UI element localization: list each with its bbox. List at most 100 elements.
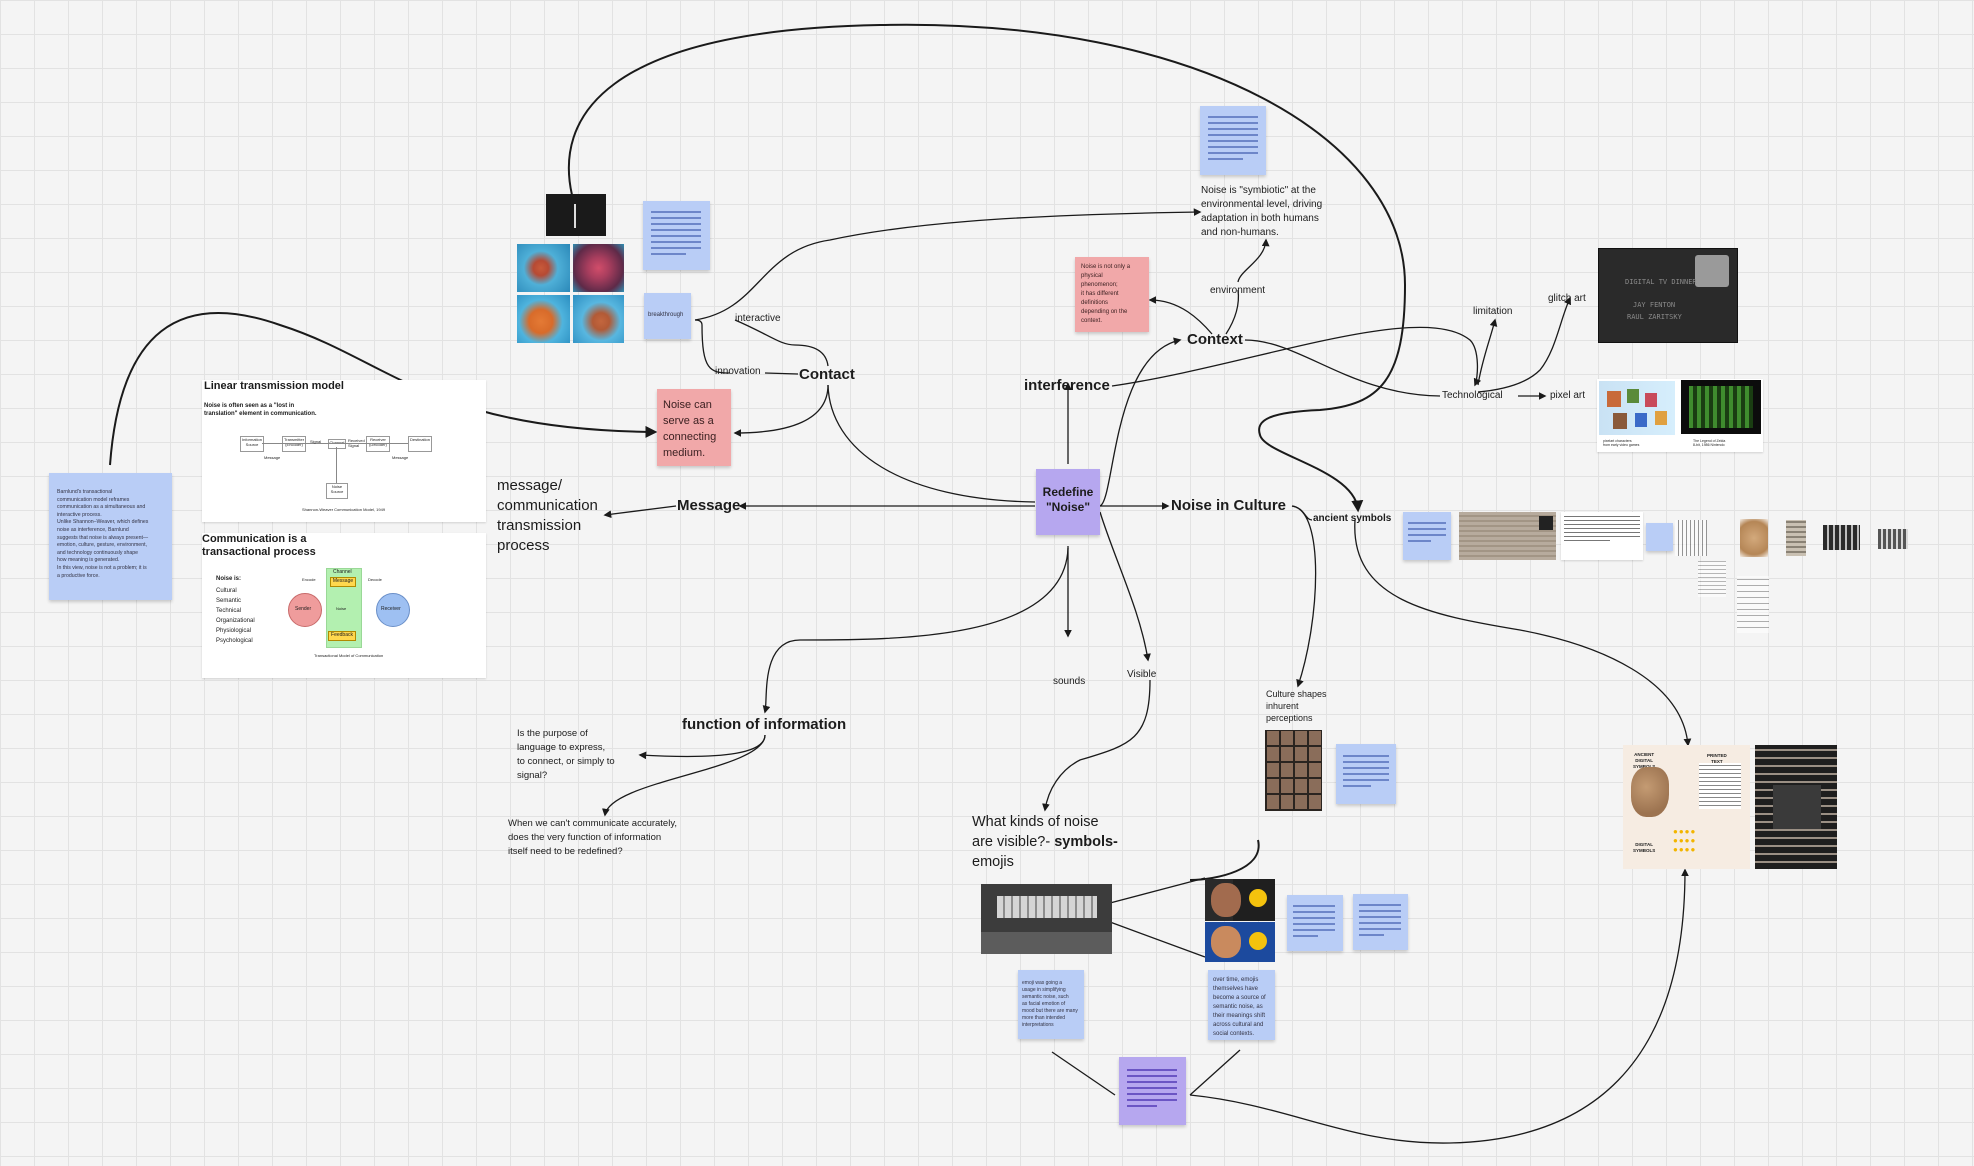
tv-card-screen-icon — [1695, 255, 1729, 287]
tv-card-line-2: JAY FENTON — [1633, 301, 1676, 309]
branch-innovation[interactable]: innovation — [715, 366, 761, 377]
emoji-grid-icon: ●●●●●●●●●●●● — [1673, 827, 1697, 854]
transactional-title: Communication is a transactional process — [202, 533, 316, 558]
visible-question-bold: symbols- — [1054, 834, 1118, 850]
pixel-sprite-a — [1607, 391, 1621, 407]
connector-breakthrough-symbiotic — [694, 208, 1202, 321]
pixel-sprite-e — [1635, 413, 1647, 427]
branch-visible[interactable]: Visible — [1127, 669, 1157, 680]
branch-message[interactable]: Message — [677, 497, 741, 514]
branch-function-of-information[interactable]: function of information — [682, 716, 847, 733]
linear-box-destination: Destination — [408, 436, 432, 452]
connector-contact-medium — [733, 384, 829, 437]
transactional-channel-label: Channel — [333, 569, 352, 575]
connector-interference-tech — [1111, 326, 1482, 387]
sticky-doc-contact[interactable] — [643, 201, 710, 270]
dark-script-image[interactable] — [1823, 525, 1860, 550]
exhibit-photo[interactable] — [981, 884, 1112, 954]
ink-script-image[interactable] — [1878, 529, 1908, 549]
emoji-face-icon — [1211, 883, 1241, 917]
glyph-chart-image[interactable] — [1675, 520, 1707, 556]
purpose-question: Is the purpose of language to express, t… — [517, 728, 615, 781]
glyph-table-image[interactable] — [1737, 576, 1769, 633]
central-node[interactable]: Redefine "Noise" — [1036, 469, 1100, 535]
exhibit-floor — [981, 932, 1112, 954]
culture-grid-image[interactable] — [1265, 730, 1322, 811]
sticky-connecting-medium[interactable]: Noise can serve as a connecting medium. — [657, 389, 731, 466]
sticky-doc-top[interactable] — [1200, 106, 1266, 175]
symbiotic-note: Noise is "symbiotic" at the environmenta… — [1201, 185, 1323, 238]
document-card-icon — [1127, 1069, 1177, 1111]
branch-glitch-art[interactable]: glitch art — [1548, 293, 1586, 304]
branch-sounds[interactable]: sounds — [1053, 676, 1086, 687]
image-thumbnail-3[interactable] — [517, 295, 570, 343]
connector-context-definitions — [1148, 296, 1213, 335]
branch-interactive[interactable]: interactive — [735, 313, 781, 324]
pixel-art-card[interactable]: pixelart characters from early video gam… — [1597, 379, 1763, 452]
transactional-encode: Encode — [302, 577, 316, 582]
pixel-sprite-f — [1655, 411, 1667, 425]
sticky-doc-ancient[interactable] — [1403, 512, 1451, 560]
symbols-diagram-card[interactable]: ANCIENT DIGITAL SYMBOLS PRINTED TEXT DIG… — [1623, 745, 1750, 869]
sticky-emoji-right[interactable]: over time, emojis themselves have become… — [1208, 970, 1275, 1040]
branch-limitation[interactable]: limitation — [1473, 306, 1513, 317]
connector-message-note — [603, 505, 677, 519]
document-card-icon — [651, 211, 701, 259]
barnlund-text: Barnlund's transactional communication m… — [57, 489, 149, 579]
branch-context[interactable]: Context — [1187, 331, 1243, 348]
sticky-doc-ancient-small[interactable] — [1646, 523, 1673, 551]
symbols-clay-tablet — [1631, 767, 1669, 817]
image-thumbnail-4[interactable] — [573, 295, 624, 343]
transactional-receiver: Receiver — [376, 593, 410, 627]
stone-tablet-image[interactable] — [1459, 512, 1556, 560]
branch-technological[interactable]: Technological — [1442, 390, 1503, 401]
sticky-definitions[interactable]: Noise is not only a physical phenomenon;… — [1075, 257, 1149, 332]
branch-contact[interactable]: Contact — [799, 366, 855, 383]
transactional-noise-type-3: Organizational — [216, 618, 255, 624]
transactional-card[interactable]: Communication is a transactional process… — [202, 533, 486, 678]
transactional-caption: Transactional Model of Communication — [314, 653, 384, 658]
connector-barnlund-to-medium — [109, 311, 658, 466]
transactional-feedback-box: Feedback — [328, 631, 356, 641]
message-note: message/ communication transmission proc… — [497, 477, 598, 554]
visible-noise-question: What kinds of noise are visible?- symbol… — [972, 812, 1142, 872]
linear-model-title: Linear transmission model — [204, 380, 344, 392]
symbols-printed-label: PRINTED TEXT — [1707, 753, 1727, 764]
rune-stone-image[interactable] — [1786, 520, 1806, 556]
emoji-left-text: emoji was going a usage in simplifying s… — [1022, 980, 1078, 1028]
sticky-barnlund[interactable]: Barnlund's transactional communication m… — [49, 473, 172, 600]
sticky-doc-emoji-a[interactable] — [1287, 895, 1343, 951]
sticky-breakthrough[interactable]: breakthrough — [644, 293, 691, 339]
chinese-script-image[interactable] — [1755, 745, 1837, 869]
ancient-text-document[interactable] — [1561, 512, 1643, 560]
pixel-sprite-c — [1645, 393, 1657, 407]
image-thumbnail-1[interactable] — [517, 244, 570, 292]
central-node-label: Redefine "Noise" — [1042, 485, 1094, 514]
sticky-summary[interactable] — [1119, 1057, 1186, 1125]
emoji-right-text: over time, emojis themselves have become… — [1213, 977, 1266, 1037]
tv-card[interactable]: DIGITAL TV DINNER JAY FENTON RAUL ZARITS… — [1598, 248, 1738, 343]
linear-box-noise: Noise Source — [326, 483, 348, 499]
sticky-doc-culture[interactable] — [1336, 744, 1396, 804]
transactional-noise-type-4: Physiological — [216, 628, 252, 634]
branch-environment[interactable]: environment — [1210, 285, 1266, 296]
transactional-decode: Decode — [368, 577, 382, 582]
glyph-grid-image[interactable] — [1698, 561, 1726, 597]
branch-pixel-art[interactable]: pixel art — [1550, 390, 1586, 401]
connector-innovation-bracket — [694, 319, 731, 374]
emoji-photo-top[interactable] — [1205, 879, 1275, 921]
branch-ancient-symbols[interactable]: ancient symbols — [1313, 513, 1392, 524]
emoji-photo-bottom[interactable] — [1205, 922, 1275, 962]
zelda-map-inner — [1689, 386, 1753, 428]
image-thumbnail-2[interactable] — [573, 244, 624, 292]
sticky-doc-emoji-b[interactable] — [1353, 894, 1408, 950]
pixel-art-zelda-image — [1681, 380, 1761, 434]
linear-model-card[interactable]: Linear transmission model Noise is often… — [202, 380, 486, 522]
branch-interference[interactable]: interference — [1024, 377, 1110, 394]
pixel-sprite-d — [1613, 413, 1627, 429]
branch-noise-in-culture[interactable]: Noise in Culture — [1171, 497, 1287, 514]
clay-tablet-image[interactable] — [1740, 519, 1768, 557]
image-thumbnail-dark[interactable] — [546, 194, 606, 236]
sticky-emoji-left[interactable]: emoji was going a usage in simplifying s… — [1018, 970, 1084, 1039]
